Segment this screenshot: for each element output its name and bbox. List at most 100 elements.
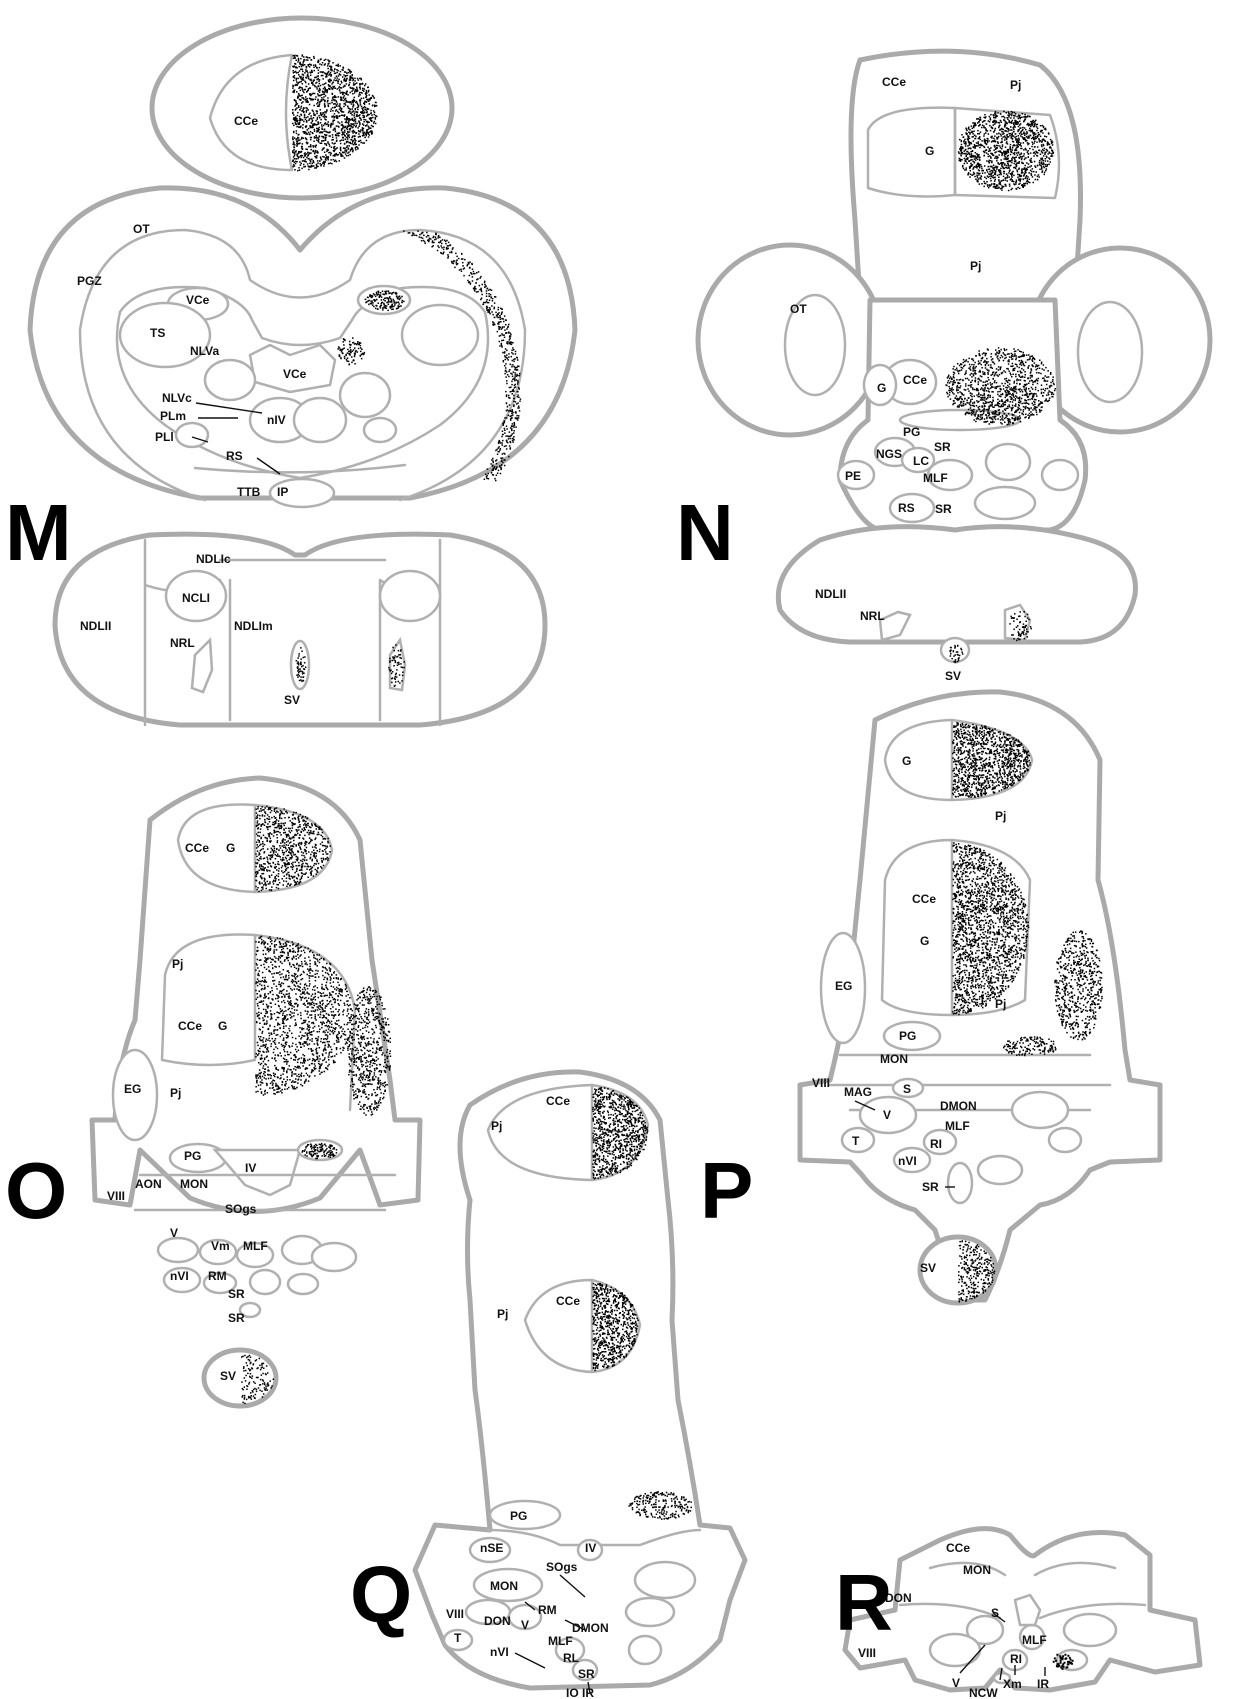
panel-letter-n: N xyxy=(676,488,734,577)
n-label-mlf: MLF xyxy=(923,471,948,485)
o-label-g-top: G xyxy=(226,841,235,855)
m-label-ttb: TTB xyxy=(237,485,261,499)
m-label-pgz: PGZ xyxy=(77,274,102,288)
o-label-v: V xyxy=(170,1226,178,1240)
p-right-nucleus-b xyxy=(1049,1128,1081,1152)
q-label-rl: RL xyxy=(563,1651,579,1665)
p-label-t: T xyxy=(852,1134,860,1148)
o-label-g-mid: G xyxy=(218,1019,227,1033)
o-label-vm: Vm xyxy=(211,1239,230,1253)
r-right-nucleus-a xyxy=(1064,1614,1116,1646)
panel-m: CCe OT PGZ VCe TS NLVa VCe NLVc PLm nIV … xyxy=(5,18,575,725)
q-label-pj-top: Pj xyxy=(491,1119,502,1133)
n-label-sr-lower: SR xyxy=(935,502,952,516)
n-label-lc: LC xyxy=(913,454,929,468)
r-label-mlf: MLF xyxy=(1022,1633,1047,1647)
r-label-viii: VIII xyxy=(858,1646,876,1660)
n-label-pj-mid: Pj xyxy=(970,259,981,273)
p-label-cce: CCe xyxy=(912,892,936,906)
m-sv-region xyxy=(291,641,309,689)
o-label-cce-top: CCe xyxy=(185,841,209,855)
p-label-dmon: DMON xyxy=(940,1099,977,1113)
p-right-v xyxy=(1012,1092,1068,1128)
q-label-sogs: SOgs xyxy=(546,1560,578,1574)
panel-o: CCe G Pj CCe G EG Pj PG IV VIII AON MON … xyxy=(5,778,420,1406)
o-label-mon: MON xyxy=(180,1177,208,1191)
m-label-nlvc: NLVc xyxy=(162,391,192,405)
m-label-ts: TS xyxy=(150,326,165,340)
n-hindbrain-outline xyxy=(778,527,1135,642)
m-right-nucleus-b xyxy=(364,418,396,442)
m-label-ot: OT xyxy=(133,222,150,236)
m-optic-tectum-outline xyxy=(30,188,575,498)
p-label-viii: VIII xyxy=(812,1076,830,1090)
q-label-pg: PG xyxy=(510,1509,527,1523)
m-ncli-right xyxy=(380,571,440,621)
n-label-g-top: G xyxy=(925,144,934,158)
o-right-nucleus-d xyxy=(288,1274,318,1294)
p-label-nvi: nVI xyxy=(898,1154,917,1168)
m-torus-right xyxy=(402,305,478,365)
n-label-pg: PG xyxy=(903,425,920,439)
r-label-ir: IR xyxy=(1037,1677,1049,1691)
q-label-sr: SR xyxy=(578,1667,595,1681)
p-sr-region xyxy=(948,1163,972,1203)
q-label-mlf: MLF xyxy=(548,1634,573,1648)
m-right-nucleus-a xyxy=(340,373,390,417)
p-label-s: S xyxy=(903,1082,911,1096)
m-label-ndlii: NDLII xyxy=(80,619,111,633)
q-label-t: T xyxy=(454,1631,462,1645)
p-label-mon: MON xyxy=(880,1052,908,1066)
n-label-sv: SV xyxy=(945,669,961,683)
n-label-pj-top: Pj xyxy=(1010,78,1021,92)
r-v-region xyxy=(930,1634,980,1666)
m-label-nrl: NRL xyxy=(170,636,195,650)
o-label-mlf: MLF xyxy=(243,1239,268,1253)
o-right-nucleus-b xyxy=(312,1243,356,1271)
o-label-eg: EG xyxy=(124,1082,141,1096)
m-label-ndlic: NDLIc xyxy=(196,552,231,566)
r-label-ncw: NCW xyxy=(969,1686,998,1699)
m-label-pll: PLl xyxy=(155,430,174,444)
o-label-aon: AON xyxy=(135,1177,162,1191)
m-niv-right xyxy=(294,398,346,442)
n-label-ot: OT xyxy=(790,302,807,316)
panel-letter-q: Q xyxy=(350,1550,412,1639)
q-label-cce-mid: CCe xyxy=(556,1294,580,1308)
o-label-pj-mid: Pj xyxy=(170,1086,181,1100)
q-label-dmon: DMON xyxy=(572,1621,609,1635)
n-right-nucleus-c xyxy=(975,487,1035,519)
m-nlvc-left xyxy=(205,360,255,400)
r-label-mon: MON xyxy=(963,1563,991,1577)
panel-letter-r: R xyxy=(835,1558,893,1647)
panel-n: CCe Pj G Pj OT G CCe PG SR NGS LC PE MLF… xyxy=(676,51,1210,683)
n-label-cce: CCe xyxy=(882,75,906,89)
q-label-cce-top: CCe xyxy=(546,1094,570,1108)
o-label-nvi: nVI xyxy=(170,1269,189,1283)
q-label-viii: VIII xyxy=(446,1607,464,1621)
p-label-mlf: MLF xyxy=(945,1119,970,1133)
r-label-ri: RI xyxy=(1010,1652,1022,1666)
q-label-mon: MON xyxy=(490,1579,518,1593)
o-label-rm: RM xyxy=(208,1269,227,1283)
o-label-viii: VIII xyxy=(107,1189,125,1203)
q-right-mon xyxy=(635,1562,695,1598)
r-label-v: V xyxy=(952,1676,960,1690)
m-label-niv: nIV xyxy=(267,413,286,427)
m-pll-region xyxy=(176,423,208,447)
m-label-sv: SV xyxy=(284,693,300,707)
q-outline xyxy=(415,1072,745,1688)
p-label-mag: MAG xyxy=(844,1085,872,1099)
n-label-nrl: NRL xyxy=(860,609,885,623)
p-label-g: G xyxy=(920,934,929,948)
n-sv-region xyxy=(941,638,969,662)
o-label-sr-lower: SR xyxy=(228,1311,245,1325)
m-label-nlva: NLVa xyxy=(190,344,219,358)
m-label-ip: IP xyxy=(277,485,288,499)
r-label-cce: CCe xyxy=(946,1541,970,1555)
n-label-rs: RS xyxy=(898,501,915,515)
n-right-nucleus-b xyxy=(1042,460,1078,490)
m-label-vce-central: VCe xyxy=(283,367,307,381)
p-right-nucleus-a xyxy=(978,1156,1022,1184)
n-label-g-lower: G xyxy=(877,381,886,395)
